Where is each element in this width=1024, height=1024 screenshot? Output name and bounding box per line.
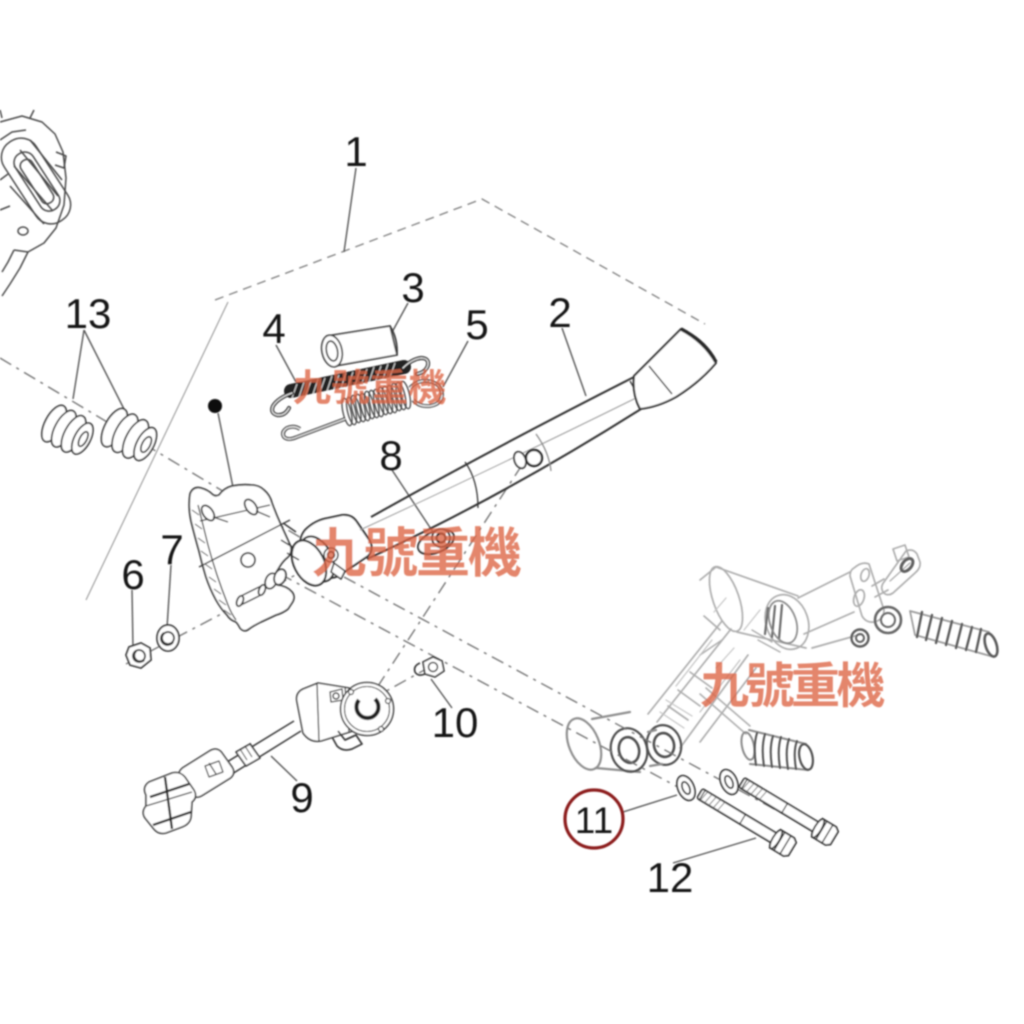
svg-text:12: 12 bbox=[647, 854, 694, 901]
svg-text:7: 7 bbox=[160, 526, 183, 573]
svg-text:3: 3 bbox=[401, 264, 424, 311]
svg-text:8: 8 bbox=[379, 432, 402, 479]
svg-text:2: 2 bbox=[548, 289, 571, 336]
svg-text:11: 11 bbox=[575, 800, 613, 841]
svg-text:10: 10 bbox=[432, 699, 479, 746]
svg-text:4: 4 bbox=[262, 305, 285, 352]
svg-text:1: 1 bbox=[344, 128, 367, 175]
svg-text:9: 9 bbox=[290, 774, 313, 821]
svg-text:6: 6 bbox=[121, 551, 144, 598]
svg-text:5: 5 bbox=[465, 301, 488, 348]
svg-text:13: 13 bbox=[65, 290, 112, 337]
